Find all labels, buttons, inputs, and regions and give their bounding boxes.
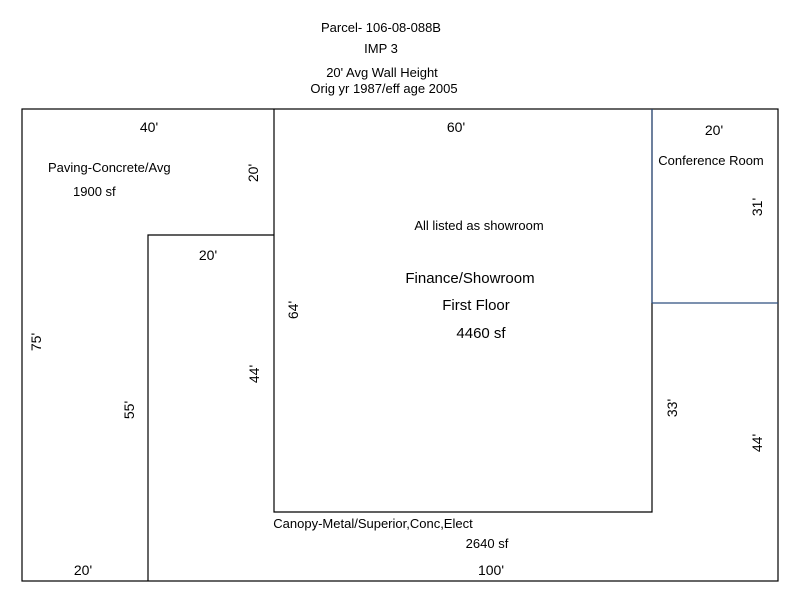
year-label: Orig yr 1987/eff age 2005 <box>310 81 457 96</box>
paving-step-line <box>147 234 274 581</box>
paving-name: Paving-Concrete/Avg <box>48 160 171 175</box>
paving-dim-20-inner: 20' <box>199 247 217 263</box>
canopy-name: Canopy-Metal/Superior,Conc,Elect <box>273 516 473 531</box>
showroom-floor: First Floor <box>442 297 510 314</box>
conference-dim-right: 31' <box>749 198 765 216</box>
outer-boundary <box>21 108 779 582</box>
paving-dim-top: 40' <box>140 119 158 135</box>
showroom-note: All listed as showroom <box>414 218 543 233</box>
parcel-label: Parcel- 106-08-088B <box>321 20 441 35</box>
paving-dim-75: 75' <box>28 333 44 351</box>
paving-dim-bottom: 20' <box>74 562 92 578</box>
paving-dim-44: 44' <box>246 365 262 383</box>
showroom-area: 4460 sf <box>456 325 506 342</box>
conference-dim-top: 20' <box>705 122 723 138</box>
canopy-area: 2640 sf <box>466 536 509 551</box>
canopy-dim-bottom: 100' <box>478 562 504 578</box>
paving-area: 1900 sf <box>73 184 116 199</box>
paving-dim-20-vertical: 20' <box>245 164 261 182</box>
showroom-dim-right: 33' <box>664 399 680 417</box>
paving-dim-55: 55' <box>121 401 137 419</box>
wall-height-label: 20' Avg Wall Height <box>326 65 438 80</box>
showroom-name: Finance/Showroom <box>405 270 534 287</box>
showroom-dim-top: 60' <box>447 119 465 135</box>
imp-label: IMP 3 <box>364 41 398 56</box>
showroom-outline <box>273 109 653 513</box>
canopy-dim-right: 44' <box>749 434 765 452</box>
conference-name: Conference Room <box>658 153 764 168</box>
showroom-dim-left: 64' <box>285 301 301 319</box>
